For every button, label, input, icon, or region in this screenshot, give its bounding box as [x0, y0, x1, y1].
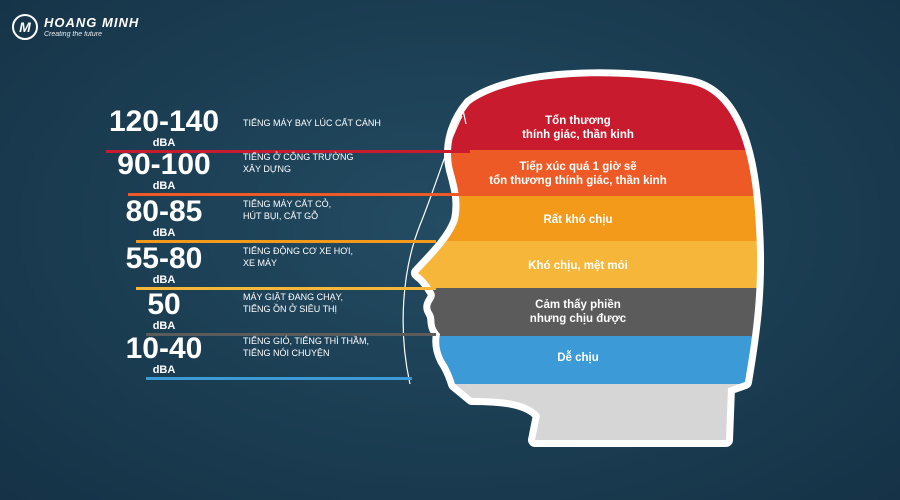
band-2: [418, 196, 758, 241]
level-row: 80-85 dBA Tiếng máy cắt cỏ,hút bụi, cắt …: [0, 197, 470, 247]
brand-name: HOANG MINH: [44, 14, 140, 30]
level-row: 50 dBA Máy giặt đang chạy,tiếng ồn ở siê…: [0, 290, 470, 340]
level-value: 10-40: [125, 332, 203, 365]
level-rule: [136, 240, 436, 243]
level-rule: [128, 193, 463, 196]
level-source: Tiếng gió, tiếng thì thầm,tiếng nói chuy…: [243, 336, 370, 358]
level-value: 80-85: [125, 195, 203, 228]
level-value: 90-100: [117, 148, 211, 181]
band-3: [418, 241, 758, 288]
brand-logo: M HOANG MINH Creating the future: [12, 14, 139, 40]
level-value: 55-80: [125, 242, 203, 275]
level-source: Tiếng máy bay lúc cất cánh: [243, 118, 381, 128]
level-rule: [146, 333, 436, 336]
level-source: Tiếng ở công trườngxây dựng: [243, 152, 354, 174]
level-row: 120-140 dBA Tiếng máy bay lúc cất cánh: [0, 107, 470, 157]
level-unit: dBA: [152, 274, 176, 286]
band-4: [418, 288, 758, 336]
brand-slogan: Creating the future: [44, 30, 102, 38]
band-5: [418, 336, 758, 384]
head-bands: [418, 76, 758, 440]
level-unit: dBA: [152, 227, 176, 239]
level-unit: dBA: [152, 364, 176, 376]
level-rule: [146, 377, 412, 380]
level-value: 120-140: [108, 105, 220, 138]
logo-mark-icon: M: [12, 14, 38, 40]
level-row: 10-40 dBA Tiếng gió, tiếng thì thầm,tiến…: [0, 334, 470, 384]
level-unit: dBA: [152, 320, 176, 332]
level-source: Tiếng máy cắt cỏ,hút bụi, cắt gỗ: [243, 199, 332, 221]
level-rule: [106, 150, 470, 153]
effect-label: Dễ chịu: [557, 351, 599, 364]
level-unit: dBA: [152, 137, 176, 149]
effect-label: Rất khó chịu: [543, 214, 612, 226]
band-1: [418, 150, 758, 196]
effect-label: Khó chịu, mệt mỏi: [528, 260, 628, 272]
level-rule: [136, 287, 436, 290]
logo-text: HOANG MINH Creating the future: [44, 14, 140, 39]
level-value: 50: [147, 288, 181, 321]
level-source: Máy giặt đang chạy,tiếng ồn ở siêu thị: [243, 292, 344, 314]
sound-arrow: [402, 108, 467, 385]
level-row: 55-80 dBA Tiếng động cơ xe hơi,xe máy: [0, 244, 470, 294]
level-row: 90-100 dBA Tiếng ở công trườngxây dựng: [0, 150, 470, 200]
level-source: Tiếng động cơ xe hơi,xe máy: [243, 246, 353, 268]
level-unit: dBA: [152, 180, 176, 192]
